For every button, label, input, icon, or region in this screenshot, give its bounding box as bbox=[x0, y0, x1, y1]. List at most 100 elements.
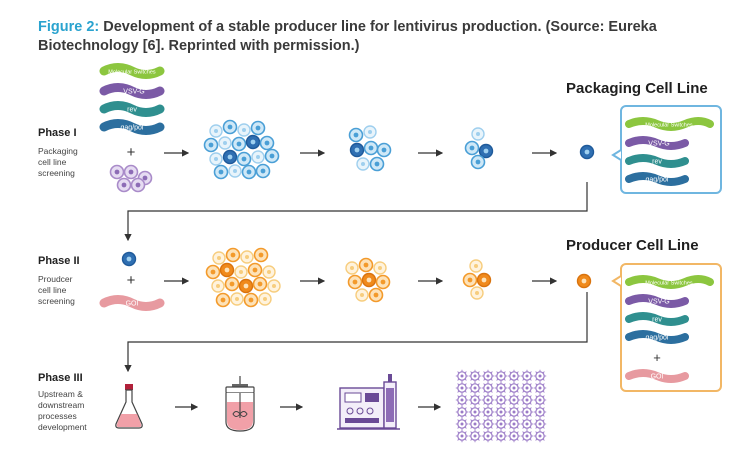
lentivirus-particle bbox=[455, 381, 469, 395]
plus-sign: + bbox=[127, 272, 136, 289]
phase-3-title: Phase III bbox=[38, 372, 83, 384]
lentivirus-particle bbox=[533, 429, 547, 443]
phase-1-title: Phase I bbox=[38, 127, 77, 139]
lentivirus-particle bbox=[494, 381, 508, 395]
phase-3-desc-line: downstream bbox=[38, 400, 85, 410]
phase-2-title: Phase II bbox=[38, 255, 80, 267]
phase-2-description: Proudcer cell line screening bbox=[38, 274, 108, 307]
phase-3-desc-line: Upstream & bbox=[38, 389, 83, 399]
culture-flask-icon bbox=[115, 384, 143, 429]
lentivirus-particle bbox=[533, 381, 547, 395]
box2-gagpol-label: gag/pol bbox=[646, 335, 669, 342]
packaging-cell-line-title: Packaging Cell Line bbox=[566, 80, 708, 97]
phase-3-description: Upstream & downstream processes developm… bbox=[38, 389, 108, 433]
lentivirus-particle bbox=[481, 393, 495, 407]
figure-label: Figure 2: bbox=[38, 19, 100, 35]
vsvg-label: VSV-G bbox=[123, 89, 144, 96]
connector-phase1-to-phase2 bbox=[124, 182, 588, 242]
molecular-switches-label: Molecular Switches bbox=[108, 70, 156, 76]
caption-line-1: Development of a stable producer line fo… bbox=[103, 19, 657, 35]
box1-gagpol-label: gag/pol bbox=[646, 177, 669, 184]
producer-box-plasmids: Molecular Switches VSV-G rev gag/pol + G… bbox=[625, 275, 714, 383]
lentivirus-particle bbox=[520, 369, 534, 383]
gagpol-plasmid bbox=[99, 119, 165, 135]
phase-1-description: Packaging cell line screening bbox=[38, 146, 108, 179]
producer-selected-cluster bbox=[345, 257, 391, 303]
lentivirus-particle bbox=[481, 429, 495, 443]
phase-1-desc-line: screening bbox=[38, 168, 75, 178]
packaging-cell-input bbox=[121, 251, 137, 267]
lentivirus-particle bbox=[481, 381, 495, 395]
producer-box-pointer bbox=[611, 275, 622, 287]
rev-plasmid bbox=[99, 101, 165, 117]
lentivirus-particle bbox=[481, 417, 495, 431]
lentivirus-particle bbox=[520, 381, 534, 395]
producer-cell-line-box bbox=[620, 263, 722, 392]
bioreactor-icon bbox=[225, 376, 255, 432]
gagpol-label: gag/pol bbox=[121, 125, 144, 132]
box2-rev-label: rev bbox=[652, 317, 662, 324]
caption-line-2: Biotechnology [6]. Reprinted with permis… bbox=[38, 38, 360, 54]
box1-rev-label: rev bbox=[652, 159, 662, 166]
lentivirus-particle bbox=[468, 393, 482, 407]
producer-pool-cluster bbox=[205, 247, 281, 308]
lentivirus-particle bbox=[468, 405, 482, 419]
vsvg-plasmid bbox=[99, 83, 165, 99]
lentivirus-particle bbox=[507, 405, 521, 419]
lentivirus-particle bbox=[533, 405, 547, 419]
lentivirus-particle bbox=[468, 417, 482, 431]
lentivirus-particle bbox=[507, 369, 521, 383]
single-producer-cell bbox=[576, 273, 592, 289]
lentivirus-particle bbox=[494, 429, 508, 443]
packaging-box-plasmids: Molecular Switches VSV-G rev gag/pol bbox=[625, 117, 714, 186]
box2-vsvg-label: VSV-G bbox=[648, 299, 669, 306]
phase-2-desc-line: Proudcer bbox=[38, 274, 73, 284]
lentivirus-particle bbox=[455, 417, 469, 431]
lentivirus-particle bbox=[533, 417, 547, 431]
lentivirus-particle bbox=[494, 417, 508, 431]
single-packaging-cell bbox=[579, 144, 595, 160]
box2-goi-label: GOI bbox=[651, 374, 664, 381]
goi-plasmid bbox=[99, 295, 165, 311]
phase-3-desc-line: development bbox=[38, 422, 87, 432]
host-cell-cluster bbox=[109, 164, 153, 193]
clone-cluster bbox=[464, 127, 494, 170]
purification-system-icon bbox=[337, 374, 400, 430]
packaging-box-pointer bbox=[611, 149, 622, 161]
lentivirus-particle bbox=[520, 429, 534, 443]
lentivirus-particle bbox=[455, 369, 469, 383]
connector-phase2-to-phase3 bbox=[124, 292, 588, 373]
phase-1-desc-line: Packaging bbox=[38, 146, 78, 156]
phase-2-desc-line: screening bbox=[38, 296, 75, 306]
box1-vsvg-label: VSV-G bbox=[648, 141, 669, 148]
producer-cell-line-title: Producer Cell Line bbox=[566, 237, 699, 254]
lentivirus-particle bbox=[455, 393, 469, 407]
lentivirus-particle bbox=[468, 429, 482, 443]
transfected-pool-cluster bbox=[203, 119, 280, 180]
plus-sign: + bbox=[653, 350, 661, 365]
lentivirus-particle bbox=[533, 369, 547, 383]
lentivirus-particle bbox=[494, 393, 508, 407]
lentivirus-particle bbox=[494, 405, 508, 419]
lentivirus-particle bbox=[468, 369, 482, 383]
lentivirus-particle bbox=[455, 429, 469, 443]
phase-1-plasmids: Molecular Switches VSV-G rev gag/pol bbox=[99, 63, 165, 135]
box1-switches-label: Molecular Switches bbox=[645, 123, 693, 129]
lentivirus-particle bbox=[520, 417, 534, 431]
lentivirus-particle bbox=[533, 393, 547, 407]
figure-caption: Figure 2: Development of a stable produc… bbox=[38, 18, 728, 56]
box2-switches-label: Molecular Switches bbox=[645, 281, 693, 287]
lentivirus-particle bbox=[481, 405, 495, 419]
phase-2-desc-line: cell line bbox=[38, 285, 67, 295]
lentivirus-particle bbox=[507, 417, 521, 431]
lentivirus-particle bbox=[455, 405, 469, 419]
molecular-switches-plasmid bbox=[99, 63, 165, 79]
lentivirus-particle bbox=[520, 405, 534, 419]
lentivirus-particle bbox=[507, 393, 521, 407]
phase-3-desc-line: processes bbox=[38, 411, 77, 421]
lentivirus-particle bbox=[520, 393, 534, 407]
lentivirus-particle bbox=[468, 381, 482, 395]
phase-1-desc-line: cell line bbox=[38, 157, 67, 167]
lentivirus-particle-grid bbox=[455, 369, 547, 443]
